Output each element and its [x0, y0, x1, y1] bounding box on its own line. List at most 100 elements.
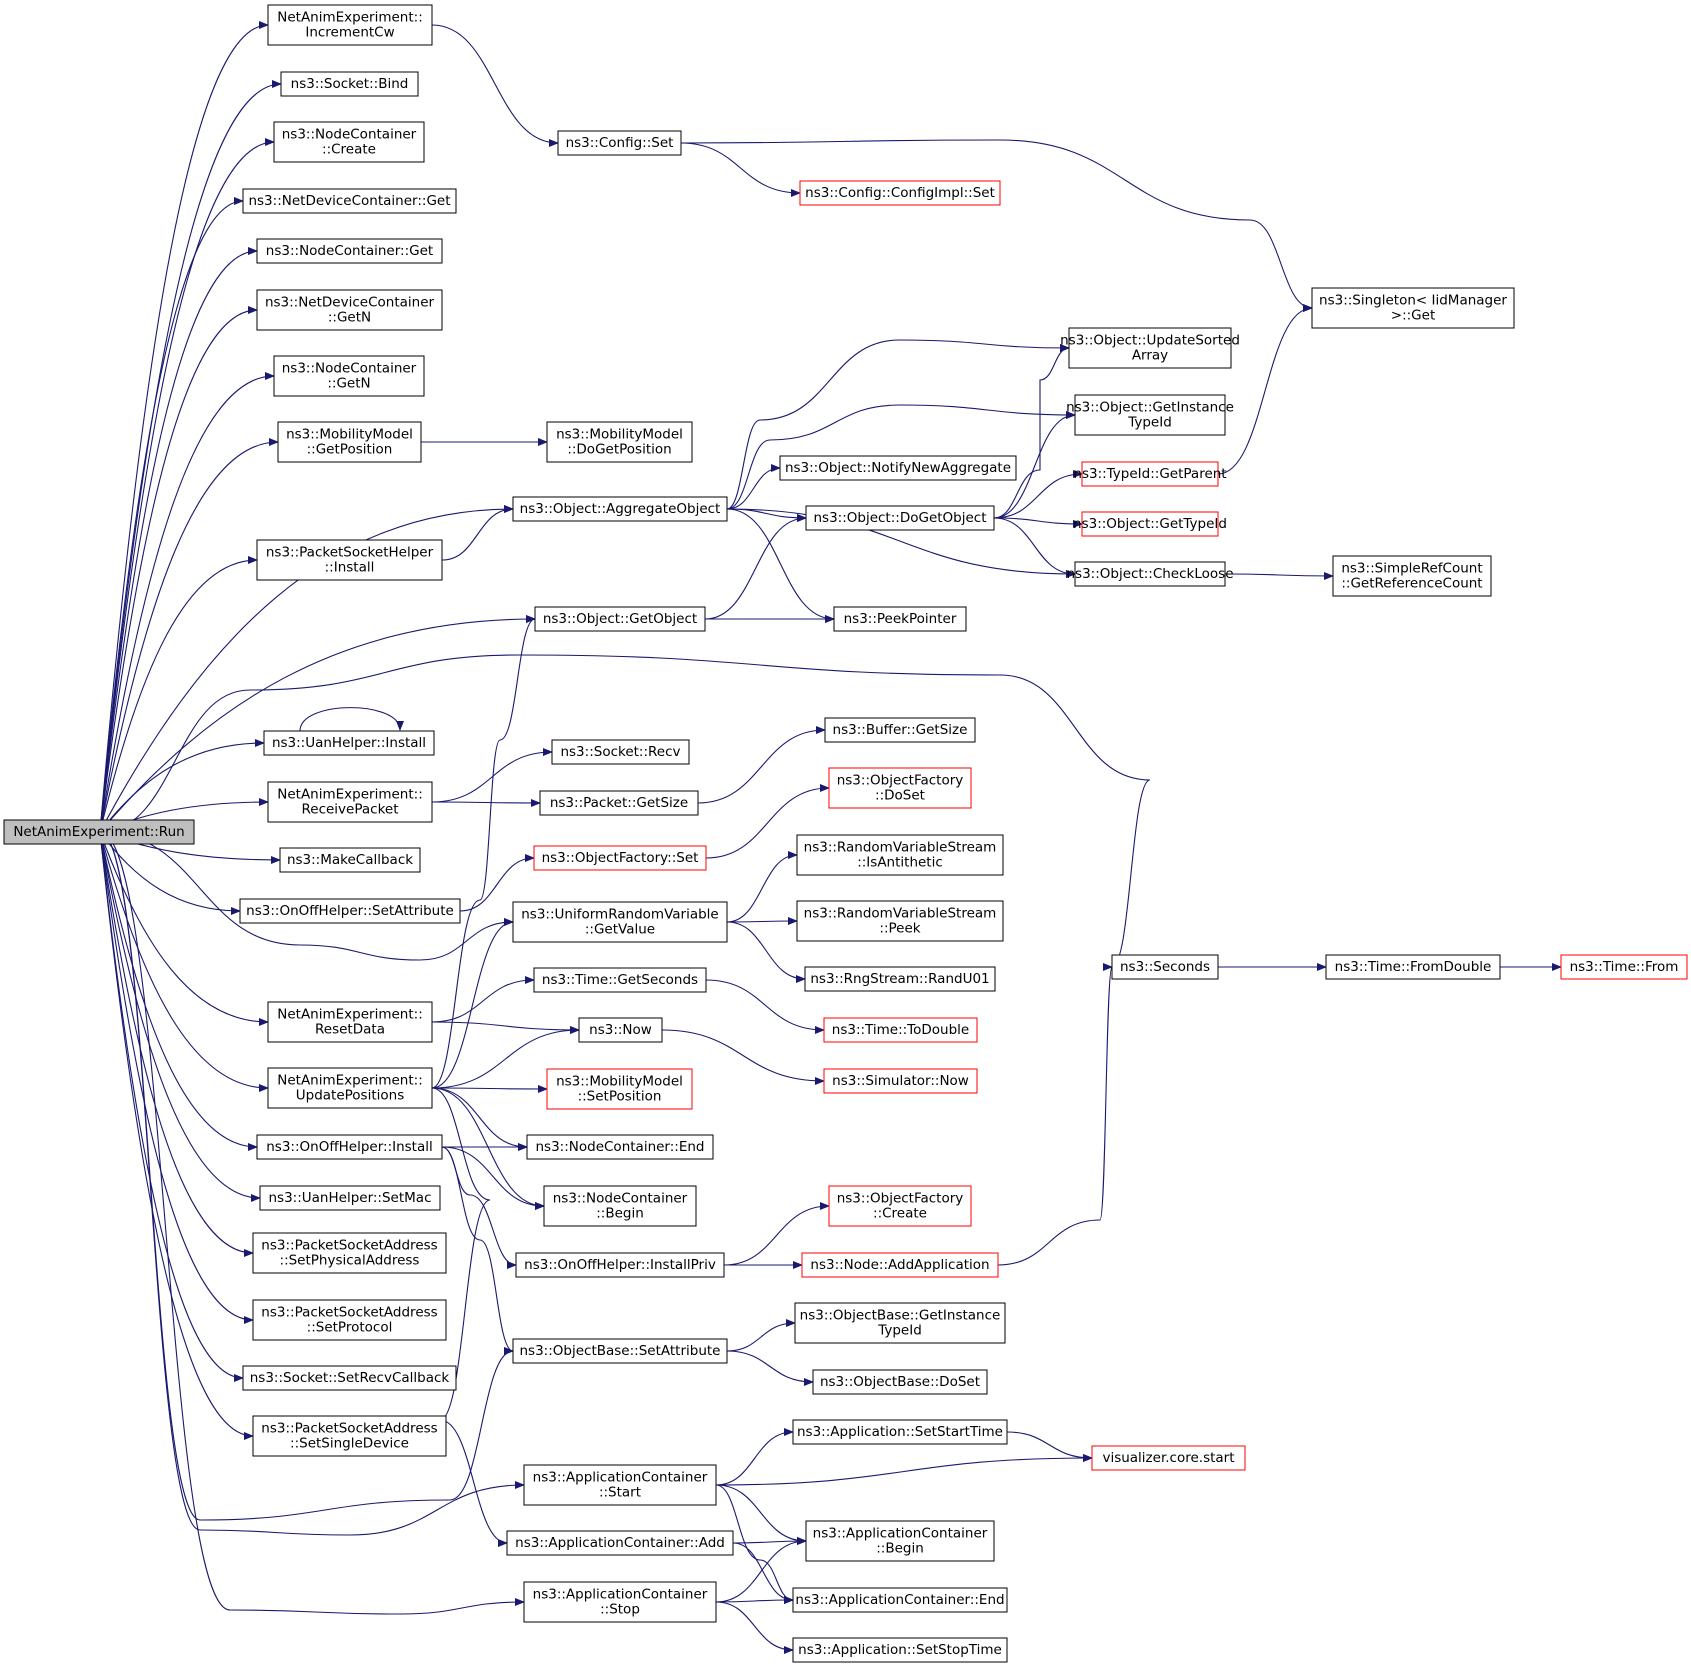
node-psaSetProto[interactable]: ns3::PacketSocketAddress::SetProtocol: [252, 1299, 447, 1341]
node-ofSet[interactable]: ns3::ObjectFactory::Set: [533, 845, 707, 871]
node-ndcGet[interactable]: ns3::NetDeviceContainer::Get: [242, 188, 457, 214]
node-label: ns3::Time::ToDouble: [832, 1022, 969, 1038]
node-timeToDouble[interactable]: ns3::Time::ToDouble: [823, 1017, 978, 1043]
node-ncEnd[interactable]: ns3::NodeContainer::End: [526, 1134, 714, 1160]
node-label: ns3::Time::From: [1570, 959, 1679, 975]
node-ncCreate[interactable]: ns3::NodeContainer::Create: [273, 121, 425, 163]
node-simNow[interactable]: ns3::Simulator::Now: [823, 1068, 978, 1094]
node-box: [242, 1365, 457, 1391]
node-box: [267, 1001, 433, 1043]
node-ncBegin[interactable]: ns3::NodeContainer::Begin: [543, 1185, 697, 1227]
node-aggObj[interactable]: ns3::Object::AggregateObject: [512, 496, 728, 522]
node-label: TypeId: [877, 1323, 922, 1339]
node-appSetStart[interactable]: ns3::Application::SetStartTime: [792, 1419, 1008, 1445]
node-obDoSet[interactable]: ns3::ObjectBase::DoSet: [812, 1369, 988, 1395]
node-timeFrom[interactable]: ns3::Time::From: [1560, 954, 1688, 980]
node-timeGetSec[interactable]: ns3::Time::GetSeconds: [533, 967, 707, 993]
node-onoffSetAttr[interactable]: ns3::OnOffHelper::SetAttribute: [239, 898, 461, 924]
node-acBegin[interactable]: ns3::ApplicationContainer::Begin: [805, 1520, 995, 1562]
node-acStart[interactable]: ns3::ApplicationContainer::Start: [523, 1464, 717, 1506]
node-pktGetSize[interactable]: ns3::Packet::GetSize: [539, 790, 699, 816]
node-ndcGetN[interactable]: ns3::NetDeviceContainer::GetN: [256, 289, 443, 331]
node-onoffInstallPriv[interactable]: ns3::OnOffHelper::InstallPriv: [515, 1252, 725, 1278]
node-label: ns3::PacketSocketAddress: [261, 1238, 437, 1254]
node-appSetStop[interactable]: ns3::Application::SetStopTime: [792, 1637, 1008, 1663]
node-uanSetMac[interactable]: ns3::UanHelper::SetMac: [259, 1185, 441, 1211]
node-psaSetSingle[interactable]: ns3::PacketSocketAddress::SetSingleDevic…: [252, 1415, 447, 1457]
node-rvsIsAnti[interactable]: ns3::RandomVariableStream::IsAntithetic: [796, 834, 1004, 876]
node-ofDoSet[interactable]: ns3::ObjectFactory::DoSet: [828, 767, 972, 809]
node-incCw[interactable]: NetAnimExperiment::IncrementCw: [267, 4, 433, 46]
node-box: [273, 355, 425, 397]
node-urvGetValue[interactable]: ns3::UniformRandomVariable::GetValue: [512, 901, 728, 943]
node-tidGetParent[interactable]: ns3::TypeId::GetParent: [1073, 461, 1227, 487]
node-srcGetRefCount[interactable]: ns3::SimpleRefCount::GetReferenceCount: [1332, 555, 1492, 597]
node-makeCb[interactable]: ns3::MakeCallback: [279, 847, 421, 873]
node-box: [279, 847, 421, 873]
node-ofCreate[interactable]: ns3::ObjectFactory::Create: [828, 1185, 972, 1227]
node-box: [267, 1067, 433, 1109]
node-peekPtr[interactable]: ns3::PeekPointer: [833, 606, 967, 632]
node-label: ns3::PeekPointer: [844, 611, 957, 627]
node-now[interactable]: ns3::Now: [578, 1017, 663, 1043]
node-bufGetSize[interactable]: ns3::Buffer::GetSize: [824, 717, 976, 743]
node-onoffInstall[interactable]: ns3::OnOffHelper::Install: [256, 1134, 443, 1160]
node-ncGet[interactable]: ns3::NodeContainer::Get: [256, 238, 443, 264]
node-timeFromDouble[interactable]: ns3::Time::FromDouble: [1325, 954, 1501, 980]
node-label: ns3::NodeContainer: [282, 361, 417, 377]
node-label: ns3::Time::GetSeconds: [542, 972, 698, 988]
node-objCheckLoose[interactable]: ns3::Object::CheckLoose: [1066, 561, 1234, 587]
node-label: ::GetN: [327, 376, 370, 392]
node-singletonGet[interactable]: ns3::Singleton< IidManager >::Get: [1311, 287, 1515, 329]
node-cfgSet[interactable]: ns3::Config::Set: [557, 130, 682, 156]
node-rvsPeek[interactable]: ns3::RandomVariableStream::Peek: [796, 900, 1004, 942]
node-recvPkt[interactable]: NetAnimExperiment::ReceivePacket: [267, 781, 433, 823]
node-mmSetPos[interactable]: ns3::MobilityModel::SetPosition: [546, 1068, 693, 1110]
node-seconds[interactable]: ns3::Seconds: [1111, 954, 1219, 980]
node-getObj[interactable]: ns3::Object::GetObject: [534, 606, 706, 632]
node-cfgImplSet[interactable]: ns3::Config::ConfigImpl::Set: [799, 180, 1001, 206]
node-sockSetRecvCb[interactable]: ns3::Socket::SetRecvCallback: [242, 1365, 457, 1391]
call-edge-acStop-to-appSetStop: [715, 1601, 794, 1654]
node-ncGetN[interactable]: ns3::NodeContainer::GetN: [273, 355, 425, 397]
call-edge-doGetObj-to-objUpdSorted: [993, 344, 1070, 519]
node-nodeAddApp[interactable]: ns3::Node::AddApplication: [801, 1252, 999, 1278]
node-doGetObj[interactable]: ns3::Object::DoGetObject: [805, 505, 995, 531]
node-label: ns3::PacketSocketAddress: [261, 1305, 437, 1321]
node-mmDoGetPos[interactable]: ns3::MobilityModel::DoGetPosition: [546, 421, 693, 463]
node-acStop[interactable]: ns3::ApplicationContainer::Stop: [523, 1581, 717, 1623]
node-uanInstall[interactable]: ns3::UanHelper::Install: [263, 730, 435, 756]
node-mmGetPos[interactable]: ns3::MobilityModel::GetPosition: [277, 421, 422, 463]
node-acEnd[interactable]: ns3::ApplicationContainer::End: [792, 1587, 1008, 1613]
node-rngRandU01[interactable]: ns3::RngStream::RandU01: [804, 966, 996, 992]
node-sockBind[interactable]: ns3::Socket::Bind: [280, 71, 419, 97]
node-obSetAttr[interactable]: ns3::ObjectBase::SetAttribute: [512, 1338, 728, 1364]
node-sockRecv[interactable]: ns3::Socket::Recv: [551, 739, 690, 765]
node-box: [1074, 561, 1226, 587]
node-notifyNewAgg[interactable]: ns3::Object::NotifyNewAggregate: [779, 455, 1017, 481]
node-updatePos[interactable]: NetAnimExperiment::UpdatePositions: [267, 1067, 433, 1109]
node-objGetTid[interactable]: ns3::Object::GetTypeId: [1073, 511, 1227, 537]
node-box: [523, 1581, 717, 1623]
node-box: [1068, 327, 1232, 369]
call-edge-appSetStart-to-vizStart: [1006, 1431, 1093, 1462]
node-box: [792, 1637, 1008, 1663]
node-vizStart[interactable]: visualizer.core.start: [1091, 1445, 1246, 1471]
node-label: NetAnimExperiment::: [277, 787, 423, 803]
node-box: [539, 790, 699, 816]
node-psaSetPhys[interactable]: ns3::PacketSocketAddress::SetPhysicalAdd…: [252, 1232, 447, 1274]
node-pshInstall[interactable]: ns3::PacketSocketHelper::Install: [256, 539, 443, 581]
node-acAdd[interactable]: ns3::ApplicationContainer::Add: [506, 1530, 734, 1556]
node-resetData[interactable]: NetAnimExperiment::ResetData: [267, 1001, 433, 1043]
node-label: ns3::MakeCallback: [287, 852, 413, 868]
node-label: ns3::SimpleRefCount: [1341, 561, 1482, 577]
call-edge-acStart-to-acEnd: [715, 1484, 794, 1604]
node-label: ::Create: [322, 142, 376, 158]
call-edge-onoffInstall-to-ncBegin: [441, 1146, 545, 1210]
node-run[interactable]: NetAnimExperiment::Run: [3, 819, 195, 845]
node-box: [1332, 555, 1492, 597]
call-edge-cfgSet-to-singletonGet: [680, 139, 1313, 312]
